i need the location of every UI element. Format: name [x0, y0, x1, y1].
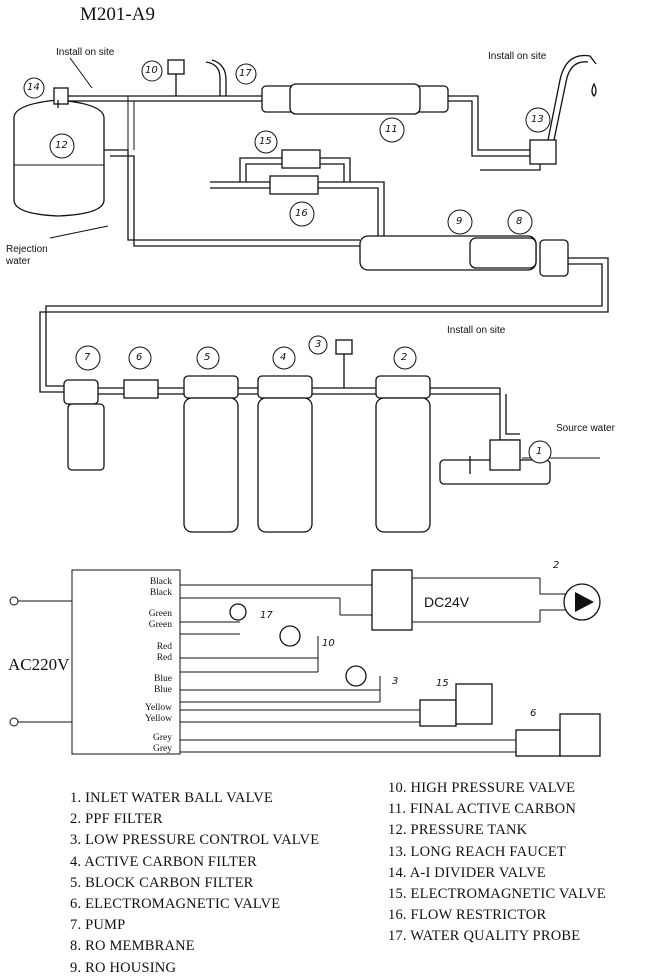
- legend-item: 1. INLET WATER BALL VALVE: [70, 790, 274, 806]
- wiring-number-pump: 2: [553, 560, 560, 571]
- component-number-2: 2: [401, 352, 408, 363]
- component-number-10: 10: [145, 65, 158, 76]
- component-number-9: 9: [456, 216, 463, 227]
- long-reach-faucet: [529, 54, 597, 165]
- legend-item: 4. ACTIVE CARBON FILTER: [70, 853, 257, 870]
- legend-item: 11. FINAL ACTIVE CARBON: [388, 801, 577, 818]
- ro-housing: [359, 235, 569, 277]
- component-number-16: 16: [295, 208, 308, 219]
- filter-block-carbon: [183, 375, 239, 533]
- legend-right: 10. HIGH PRESSURE VALVE 11. FINAL ACTIVE…: [388, 778, 606, 948]
- wiring-diagram: [9, 569, 601, 757]
- component-numbers: 1 2 3 4 5 6 7 8 9 10 11 12 13 14 15 16 1…: [27, 65, 559, 719]
- legend-item: 6. ELECTROMAGNETIC VALVE: [70, 896, 281, 913]
- component-number-4: 4: [280, 352, 287, 363]
- legend-item: 16. FLOW RESTRICTOR: [388, 907, 547, 924]
- wiring-number-probe: 17: [260, 610, 273, 621]
- legend-item: 9. RO HOUSING: [70, 959, 177, 976]
- wiring-number-solenoid-15: 15: [436, 678, 449, 689]
- component-number-13: 13: [531, 114, 544, 125]
- legend-left: 1. INLET WATER BALL VALVE 2. PPF FILTER …: [70, 788, 319, 979]
- diagram-title: M201-A9: [80, 4, 155, 25]
- filter-ppf: [375, 375, 431, 533]
- flow-restrictor-assembly: [210, 149, 385, 236]
- component-number-6: 6: [136, 352, 143, 363]
- source-water-label: Source water: [556, 423, 615, 434]
- rejection-water-label: water: [6, 256, 31, 267]
- legend-item: 15. ELECTROMAGNETIC VALVE: [388, 886, 606, 903]
- install-on-site-label: Install on site: [56, 47, 115, 58]
- component-number-14: 14: [27, 82, 40, 93]
- inlet-ball-valve: [439, 439, 551, 485]
- install-on-site-label: Install on site: [447, 325, 506, 336]
- component-number-3: 3: [315, 339, 322, 350]
- dc-output-label: DC24V: [424, 594, 470, 610]
- component-number-7: 7: [84, 352, 91, 363]
- component-number-11: 11: [385, 124, 398, 135]
- legend-item: 14. A-I DIVIDER VALVE: [388, 864, 546, 881]
- electromagnetic-valve: [123, 379, 159, 399]
- wiring-number-hp-valve: 10: [322, 638, 335, 649]
- component-number-17: 17: [239, 68, 252, 79]
- legend-item: 2. PPF FILTER: [70, 811, 163, 828]
- legend-item: 10. HIGH PRESSURE VALVE: [388, 780, 576, 796]
- legend-item: 7. PUMP: [70, 917, 126, 934]
- wiring-number-lp-valve: 3: [392, 676, 399, 687]
- wiring-number-solenoid-6: 6: [530, 708, 537, 719]
- legend-item: 8. RO MEMBRANE: [70, 938, 195, 955]
- legend-item: 12. PRESSURE TANK: [388, 822, 528, 839]
- component-number-8: 8: [516, 216, 523, 227]
- legend-item: 13. LONG REACH FAUCET: [388, 843, 566, 860]
- final-carbon-filter: [261, 83, 449, 115]
- high-pressure-valve: [167, 59, 185, 96]
- legend-item: 3. LOW PRESSURE CONTROL VALVE: [70, 832, 320, 849]
- legend-item: 5. BLOCK CARBON FILTER: [70, 874, 254, 891]
- filter-active-carbon: [257, 375, 313, 533]
- install-on-site-label: Install on site: [488, 51, 547, 62]
- component-number-1: 1: [536, 446, 543, 457]
- legend-item: 17. WATER QUALITY PROBE: [388, 928, 581, 945]
- component-number-15: 15: [259, 136, 272, 147]
- rejection-water-label: Rejection: [6, 244, 48, 255]
- pump: [63, 379, 105, 471]
- component-number-markers: [23, 60, 552, 464]
- ac-supply-label: AC220V: [8, 655, 70, 674]
- component-number-5: 5: [204, 352, 211, 363]
- component-number-12: 12: [55, 140, 68, 151]
